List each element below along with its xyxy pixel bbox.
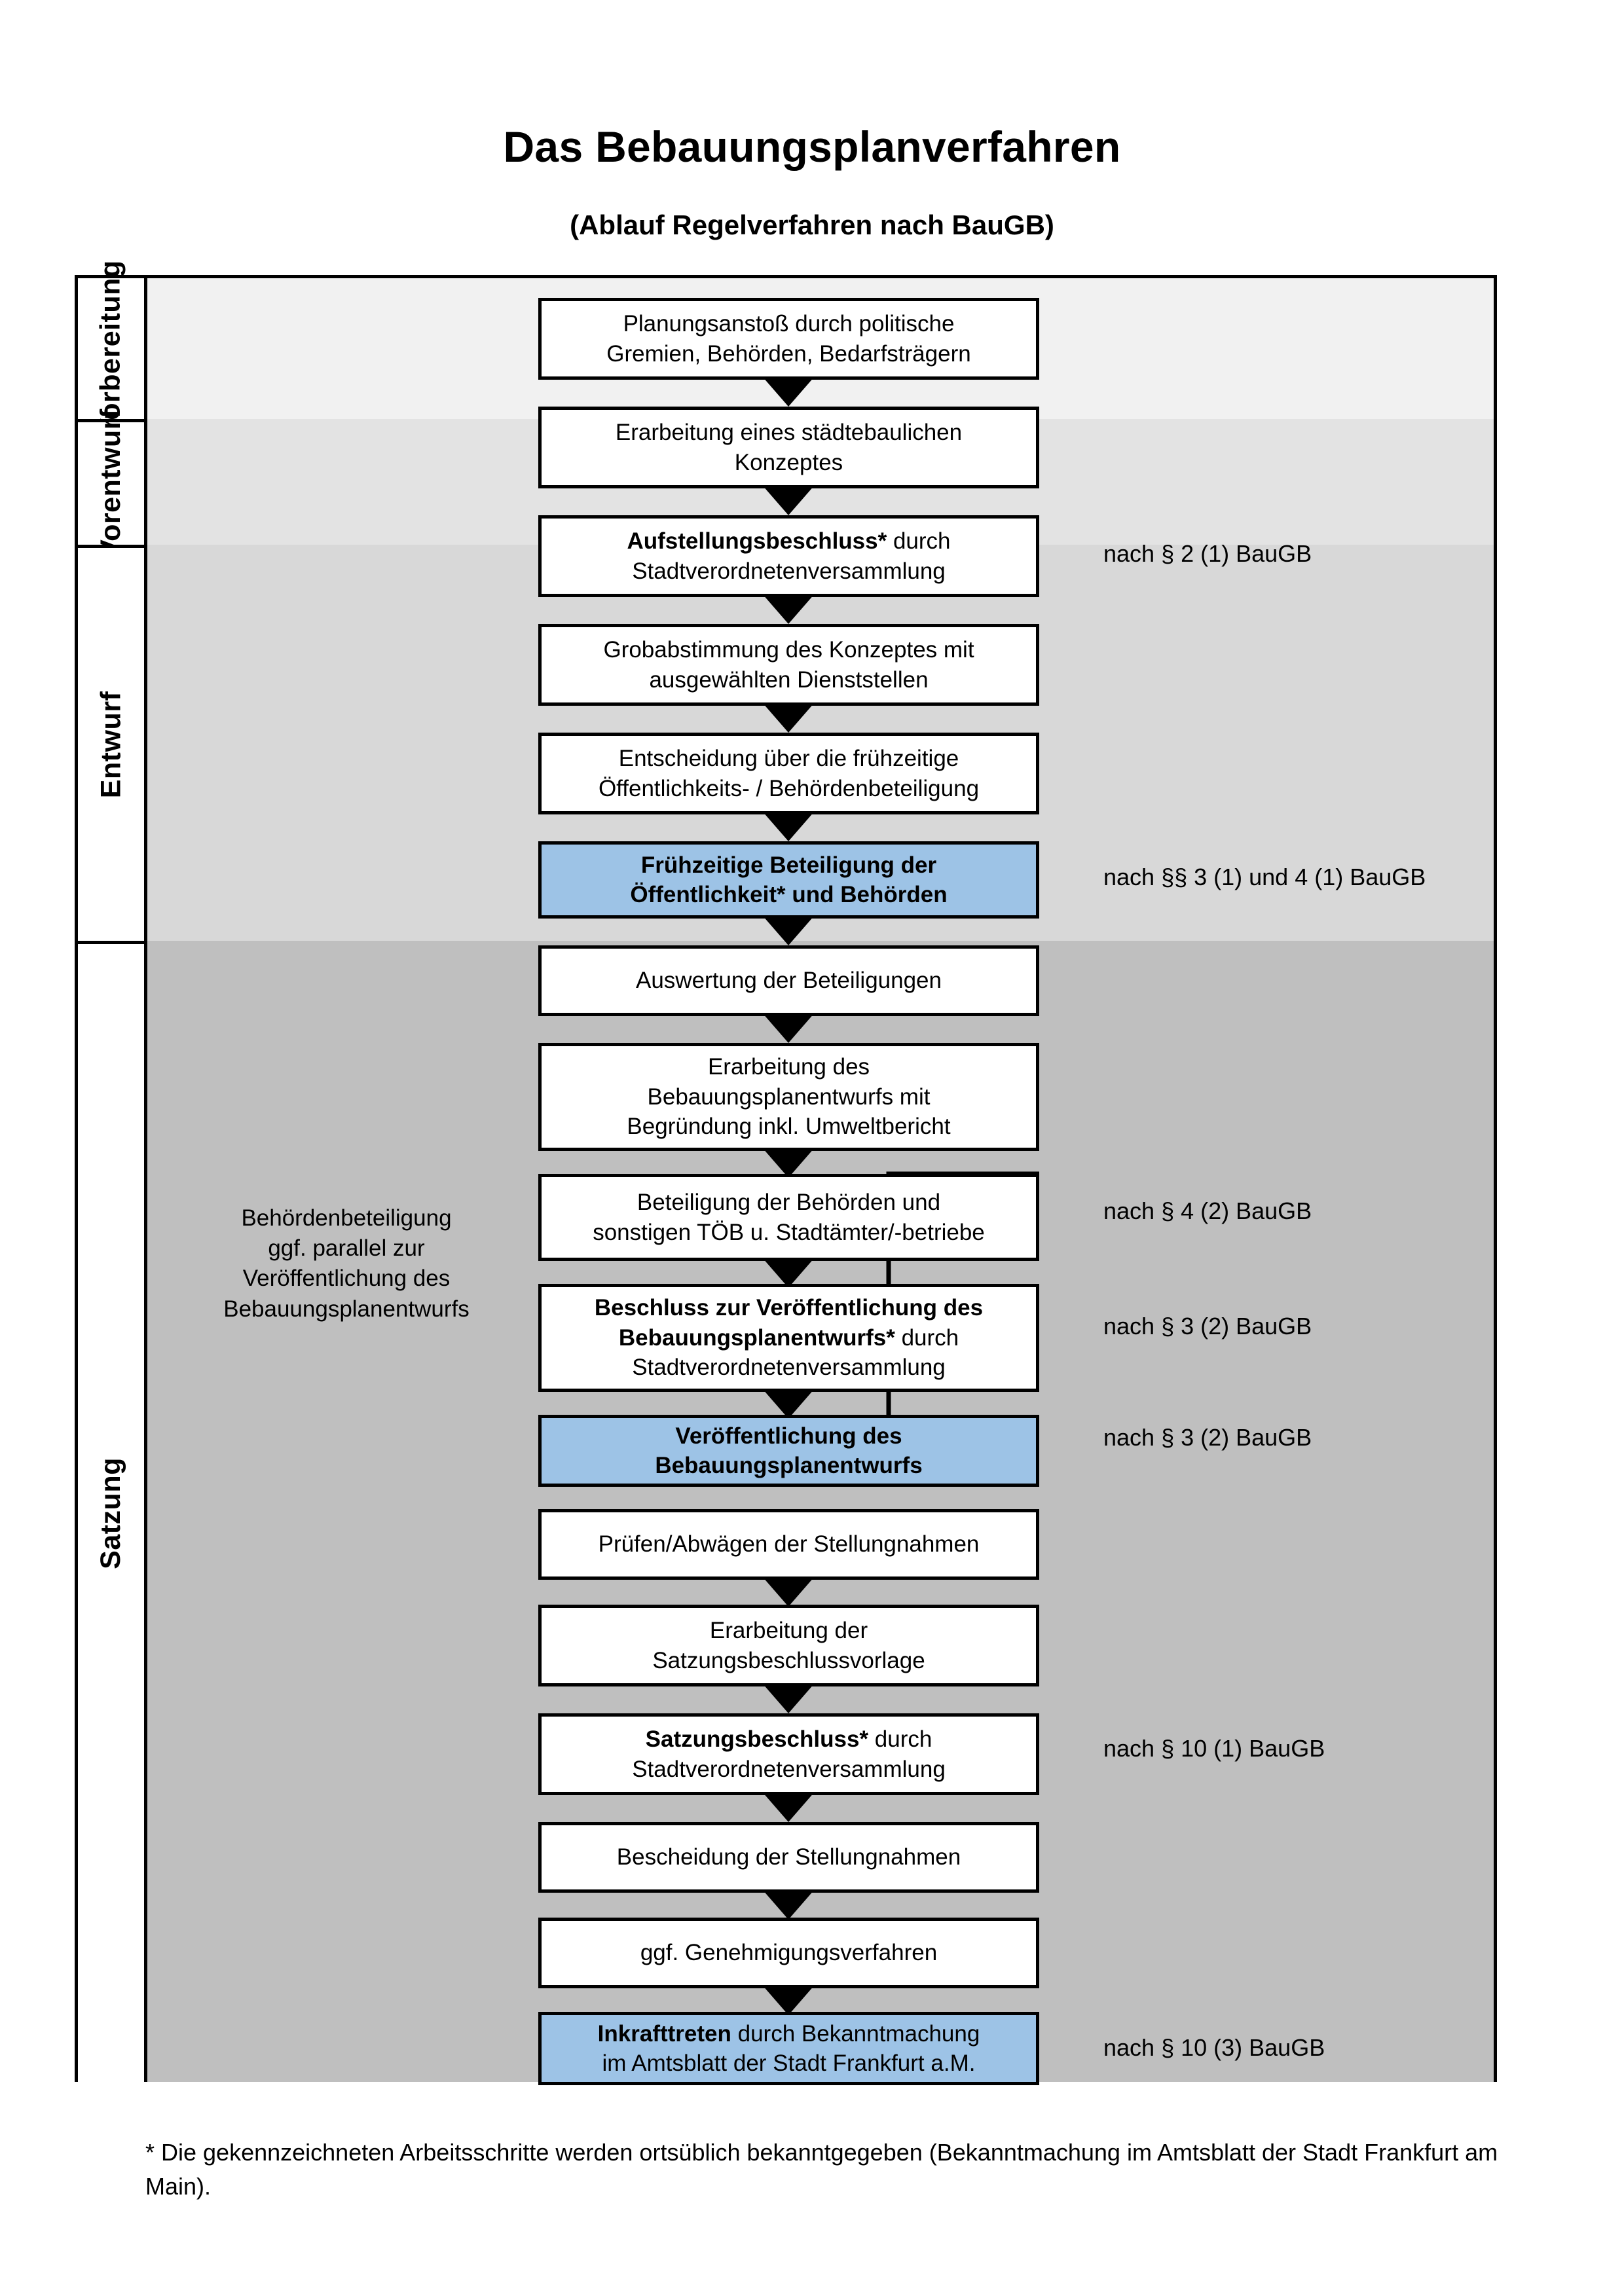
step-erarbeitung-entwurf[interactable]: Erarbeitung des Bebauungsplanentwurfs mi… [538,1043,1039,1151]
step-line: Satzungsbeschluss* durch [645,1726,932,1752]
step-line: Öffentlichkeit* und Behörden [630,882,948,907]
sidebar-item-entwurf[interactable]: Entwurf [78,545,144,941]
step-satzungsbeschlussvorlage[interactable]: Erarbeitung der Satzungsbeschlussvorlage [538,1605,1039,1686]
step-line: Bebauungsplanentwurfs* durch [618,1324,959,1351]
page-title: Das Bebauungsplanverfahren [503,122,1121,171]
annotation-line: ggf. parallel zur [268,1235,425,1262]
step-line: Entscheidung über die frühzeitige [618,746,959,771]
sidebar-label-vorentwurf: Vorentwurf [95,409,127,558]
sidebar-item-vorentwurf[interactable]: Vorentwurf [78,409,144,558]
step-line: ausgewählten Dienststellen [649,666,929,693]
step-line: Gremien, Behörden, Bedarfsträgern [606,340,971,367]
step-line: ggf. Genehmigungsverfahren [640,1940,938,1966]
step-line: Beschluss zur Veröffentlichung des [595,1293,983,1323]
step-aufstellungsbeschluss[interactable]: Aufstellungsbeschluss* durch Stadtverord… [538,515,1039,597]
step-line-bold: Satzungsbeschluss* [645,1726,869,1752]
arrow-down-icon [762,1258,815,1288]
arrow-down-icon [762,1389,815,1419]
flowchart-frame: Vorbereitung Vorentwurf Entwurf Satzung … [75,260,1497,2085]
step-line: Stadtverordnetenversammlung [632,558,946,584]
reference-fruehzeitige-beteiligung: nach §§ 3 (1) und 4 (1) BauGB [1103,864,1426,890]
step-line: Stadtverordnetenversammlung [632,1355,946,1381]
step-line-bold: Inkrafttreten [597,2020,731,2047]
step-line-bold: Bebauungsplanentwurfs* [618,1324,895,1351]
step-line: im Amtsblatt der Stadt Frankfurt a.M. [602,2050,976,2076]
step-line: Inkrafttreten durch Bekanntmachung [597,2020,980,2047]
sidebar-item-vorbereitung[interactable]: Vorbereitung [78,260,144,437]
step-genehmigungsverfahren[interactable]: ggf. Genehmigungsverfahren [538,1918,1039,1988]
step-line: Frühzeitige Beteiligung der [640,852,937,878]
page-subtitle: (Ablauf Regelverfahren nach BauGB) [570,210,1054,240]
arrow-down-icon [762,1985,815,2015]
step-line: Aufstellungsbeschluss* durch [627,528,951,554]
step-line: Planungsanstoß durch politische [623,311,955,337]
arrow-down-icon [762,1576,815,1607]
step-line: Bescheidung der Stellungnahmen [616,1844,961,1870]
annotation-line: Veröffentlichung des [242,1266,451,1292]
step-line: Bebauungsplanentwurfs mit [647,1084,931,1110]
step-inkrafttreten[interactable]: Inkrafttreten durch Bekanntmachung im Am… [538,2012,1039,2085]
step-konzept[interactable]: Erarbeitung eines städtebaulichen Konzep… [538,407,1039,488]
step-grobabstimmung[interactable]: Grobabstimmung des Konzeptes mit ausgewä… [538,624,1039,706]
step-fruehzeitige-beteiligung[interactable]: Frühzeitige Beteiligung der Öffentlichke… [538,841,1039,919]
step-line: Prüfen/Abwägen der Stellungnahmen [598,1531,980,1558]
arrow-down-icon [762,376,815,407]
step-line: sonstigen TÖB u. Stadtämter/-betriebe [593,1219,985,1245]
sidebar-label-satzung: Satzung [95,1457,126,1569]
step-line: Beteiligung der Behörden und [637,1190,941,1215]
arrow-down-icon [762,811,815,841]
step-line: Erarbeitung des [707,1054,870,1080]
footnote: * Die gekennzeichneten Arbeitsschritte w… [145,2139,1498,2200]
step-line: Auswertung der Beteiligungen [636,968,942,994]
step-line-bold: Aufstellungsbeschluss* [627,528,887,554]
step-line: Erarbeitung eines städtebaulichen [615,420,963,445]
annotation-line: Behördenbeteiligung [241,1205,452,1231]
reference-beschluss-veroeffentlichung: nach § 3 (2) BauGB [1103,1313,1312,1339]
step-line: Stadtverordnetenversammlung [632,1756,946,1782]
step-beteiligung-behoerden[interactable]: Beteiligung der Behörden und sonstigen T… [538,1174,1039,1261]
reference-aufstellungsbeschluss: nach § 2 (1) BauGB [1103,540,1312,567]
sidebar-label-entwurf: Entwurf [95,691,127,798]
arrow-down-icon [762,1889,815,1920]
step-pruefen-abwaegen[interactable]: Prüfen/Abwägen der Stellungnahmen [538,1509,1039,1580]
arrow-down-icon [762,1792,815,1822]
arrow-down-icon [762,485,815,515]
parallel-process-note: Behördenbeteiligung ggf. parallel zur Ve… [163,1203,530,1324]
step-line: Konzeptes [734,449,843,475]
step-line: Begründung inkl. Umweltbericht [627,1114,951,1140]
arrow-down-icon [762,1148,815,1178]
step-entscheidung-beteiligung[interactable]: Entscheidung über die frühzeitige Öffent… [538,733,1039,814]
section-sidebar: Vorbereitung Vorentwurf Entwurf Satzung [78,260,147,2082]
step-bescheidung[interactable]: Bescheidung der Stellungnahmen [538,1822,1039,1893]
step-line-bold: Beschluss zur Veröffentlichung des [594,1295,984,1321]
arrow-down-icon [762,594,815,624]
step-veroeffentlichung[interactable]: Veröffentlichung des Bebauungsplanentwur… [538,1415,1039,1487]
step-beschluss-veroeffentlichung[interactable]: Beschluss zur Veröffentlichung des Bebau… [538,1284,1039,1392]
reference-behoerdenbeteiligung: nach § 4 (2) BauGB [1103,1197,1312,1224]
step-satzungsbeschluss[interactable]: Satzungsbeschluss* durch Stadtverordnete… [538,1713,1039,1795]
step-line: Veröffentlichung des [675,1423,902,1449]
reference-satzungsbeschluss: nach § 10 (1) BauGB [1103,1735,1325,1762]
step-line: Grobabstimmung des Konzeptes mit [603,637,974,663]
step-auswertung[interactable]: Auswertung der Beteiligungen [538,945,1039,1016]
reference-veroeffentlichung: nach § 3 (2) BauGB [1103,1424,1312,1451]
sidebar-item-satzung[interactable]: Satzung [78,941,144,2082]
step-planungsanstoss[interactable]: Planungsanstoß durch politische Gremien,… [538,298,1039,380]
arrow-down-icon [762,1013,815,1043]
arrow-down-icon [762,702,815,733]
step-line: Satzungsbeschlussvorlage [652,1647,925,1673]
annotation-line: Bebauungsplanentwurfs [223,1296,470,1322]
arrow-down-icon [762,915,815,945]
step-line: Erarbeitung der [709,1618,868,1643]
step-line: Bebauungsplanentwurfs [655,1453,923,1478]
arrow-down-icon [762,1683,815,1713]
reference-inkrafttreten: nach § 10 (3) BauGB [1103,2034,1325,2061]
step-line: Öffentlichkeits- / Behördenbeteiligung [598,775,980,801]
